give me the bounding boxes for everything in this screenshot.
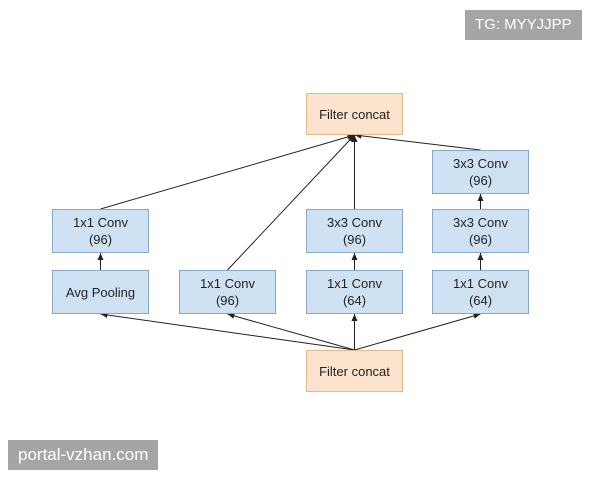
node-label: Avg Pooling: [65, 284, 136, 300]
node-label: 3x3 Conv: [327, 215, 382, 230]
branch4-3x3-conv-mid-node: 3x3 Conv (96): [432, 209, 529, 253]
filter-concat-input-node: Filter concat: [306, 350, 403, 392]
node-label: 1x1 Conv: [453, 276, 508, 291]
watermark-top-right: TG: MYYJJPP: [465, 10, 582, 40]
node-filter-count: (96): [468, 173, 493, 188]
edge-b4_top-to-top_concat: [354, 132, 481, 151]
branch2-1x1-conv-node: 1x1 Conv (96): [179, 270, 276, 314]
node-label: 1x1 Conv: [327, 276, 382, 291]
node-label: Filter concat: [319, 363, 390, 379]
node-label: 3x3 Conv: [453, 215, 508, 230]
branch3-1x1-conv-node: 1x1 Conv (64): [306, 270, 403, 314]
node-label: Filter concat: [319, 106, 390, 122]
edge-group: [97, 132, 484, 351]
node-filter-count: (64): [468, 293, 493, 308]
edge-bottom_concat-to-b4_bottom: [354, 313, 481, 351]
watermark-bottom-left: portal-vzhan.com: [8, 440, 159, 470]
node-filter-count: (96): [215, 293, 240, 308]
node-label: 3x3 Conv: [453, 156, 508, 171]
edge-bottom_concat-to-b1_bottom: [100, 312, 355, 351]
branch4-1x1-conv-node: 1x1 Conv (64): [432, 270, 529, 314]
edge-b1_top-to-top_concat: [100, 134, 355, 210]
edge-bottom_concat-to-b2_bottom: [227, 313, 355, 351]
node-label: 1x1 Conv: [200, 276, 255, 291]
branch1-1x1-conv-node: 1x1 Conv (96): [52, 209, 149, 253]
branch1-avg-pooling-node: Avg Pooling: [52, 270, 149, 314]
node-filter-count: (64): [342, 293, 367, 308]
node-filter-count: (96): [88, 232, 113, 247]
branch4-3x3-conv-top-node: 3x3 Conv (96): [432, 150, 529, 194]
node-filter-count: (96): [342, 232, 367, 247]
filter-concat-output-node: Filter concat: [306, 93, 403, 135]
branch3-3x3-conv-node: 3x3 Conv (96): [306, 209, 403, 253]
edge-b2_bottom-to-top_concat: [227, 134, 355, 271]
node-filter-count: (96): [468, 232, 493, 247]
node-label: 1x1 Conv: [73, 215, 128, 230]
